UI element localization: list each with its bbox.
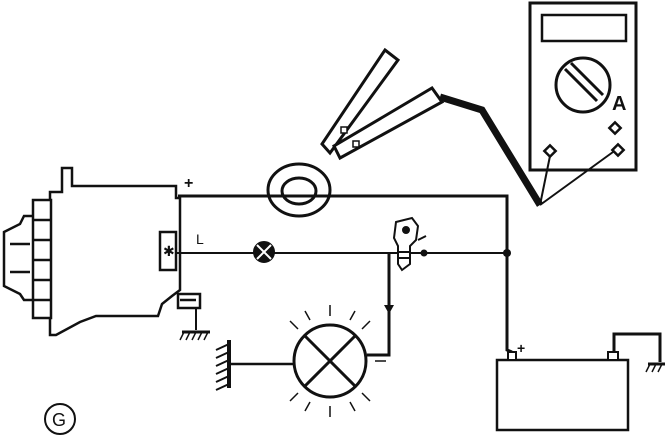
test-lamp-feed-wire <box>367 253 391 357</box>
ignition-key-switch <box>392 216 428 272</box>
regulator-symbol: ✱ <box>163 243 175 259</box>
lead-to-com-jack <box>539 155 551 206</box>
clamp-cable <box>438 93 543 207</box>
charge-indicator-lamp <box>253 241 275 263</box>
alternator-plus-label: + <box>184 175 193 192</box>
battery-positive-terminal <box>507 351 517 361</box>
clamp-pivot-2 <box>352 140 360 148</box>
alternator: ✱ <box>2 166 202 337</box>
ground-symbol-alternator <box>179 330 210 341</box>
battery-plus-label: + <box>517 340 525 356</box>
clamp-ammeter <box>266 47 445 218</box>
multimeter: A <box>528 1 638 172</box>
clamp-pivot-1 <box>340 126 348 134</box>
junction-dot <box>503 249 511 257</box>
battery-negative-wire <box>612 332 662 362</box>
lead-to-volt-jack <box>539 151 614 206</box>
multimeter-display <box>540 13 628 43</box>
ground-symbol-lamp <box>215 340 231 391</box>
alternator-regulator <box>158 230 178 272</box>
test-lamp <box>289 305 386 417</box>
terminal-L-label: L <box>196 231 204 247</box>
alternator-pulley <box>2 214 36 302</box>
battery <box>495 351 630 432</box>
meter-jack-amps <box>607 120 623 136</box>
meter-jack-com <box>542 143 558 159</box>
meter-jack-volt <box>610 142 626 158</box>
meter-leads <box>438 93 614 207</box>
figure-letter: G <box>52 410 66 430</box>
meter-unit-label: A <box>612 93 626 115</box>
key-head <box>392 216 420 272</box>
alternator-housing <box>48 166 182 337</box>
battery-case <box>495 358 630 432</box>
clamp-ring-inner <box>280 176 318 206</box>
current-direction-arrow <box>384 305 394 314</box>
figure-letter-badge: G <box>44 403 76 435</box>
ground-symbol-battery <box>645 362 665 373</box>
multimeter-dial <box>554 56 612 114</box>
clamp-handle-lower <box>332 86 445 161</box>
wiring <box>176 194 662 366</box>
battery-negative-terminal <box>607 351 619 361</box>
test-lamp-rays <box>289 305 386 417</box>
